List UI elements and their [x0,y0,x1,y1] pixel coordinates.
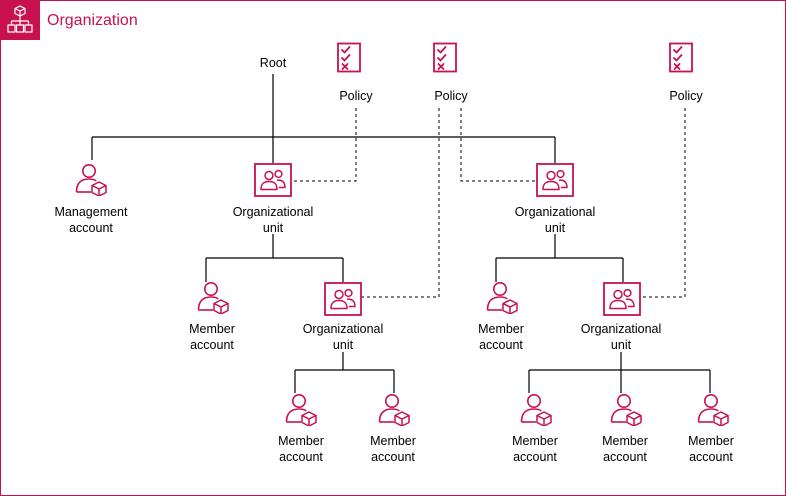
ou-label-line2: unit [263,221,284,235]
policy-icon [337,42,361,73]
policy-node: Policy [337,42,373,103]
organizational-unit-icon [536,163,574,197]
member-account-label-line1: Member [478,322,524,336]
organizational-unit-node: Organizational unit [515,163,596,235]
ou-label-line1: Organizational [581,322,662,336]
ou-label-line1: Organizational [303,322,384,336]
member-account-label-line1: Member [189,322,235,336]
member-account-node: Member account [602,393,648,464]
member-account-label-line2: account [190,338,234,352]
management-account-label-line2: account [69,221,113,235]
member-account-label-line1: Member [602,434,648,448]
policy-connectors [291,108,686,298]
ou-label-line1: Organizational [233,205,314,219]
root-label: Root [260,56,287,70]
member-account-node: Member account [478,281,524,352]
ou-label-line2: unit [611,338,632,352]
member-account-label-line2: account [513,450,557,464]
member-account-label-line1: Member [278,434,324,448]
organizational-unit-node: Organizational unit [233,163,314,235]
organization-icon [0,0,40,40]
member-account-label-line2: account [479,338,523,352]
member-account-label-line1: Member [512,434,558,448]
member-account-label-line2: account [689,450,733,464]
ou-label-line1: Organizational [515,205,596,219]
ou-label-line2: unit [333,338,354,352]
member-account-node: Member account [189,281,235,352]
member-account-node: Member account [688,393,734,464]
member-account-node: Member account [512,393,558,464]
member-account-node: Member account [278,393,324,464]
member-account-node: Member account [370,393,416,464]
organizational-unit-icon [324,282,362,316]
policy-label: Policy [339,89,373,103]
organizational-unit-icon [254,163,292,197]
policy-label: Policy [669,89,703,103]
policy-node: Policy [433,42,468,103]
policy-node: Policy [669,42,703,103]
organizational-unit-node: Organizational unit [303,282,384,352]
member-account-label-line2: account [371,450,415,464]
member-account-label-line2: account [279,450,323,464]
policy-label: Policy [434,89,468,103]
organizational-unit-icon [603,282,641,316]
hierarchy-connectors [91,74,711,393]
management-account-label-line1: Management [55,205,128,219]
member-account-label-line1: Member [370,434,416,448]
organizational-unit-node: Organizational unit [581,282,662,352]
member-account-label-line2: account [603,450,647,464]
ou-label-line2: unit [545,221,566,235]
organization-title: Organization [47,12,138,29]
management-account-node: Management account [55,164,128,235]
policy-icon [433,42,457,73]
policy-icon [669,42,693,73]
member-account-label-line1: Member [688,434,734,448]
